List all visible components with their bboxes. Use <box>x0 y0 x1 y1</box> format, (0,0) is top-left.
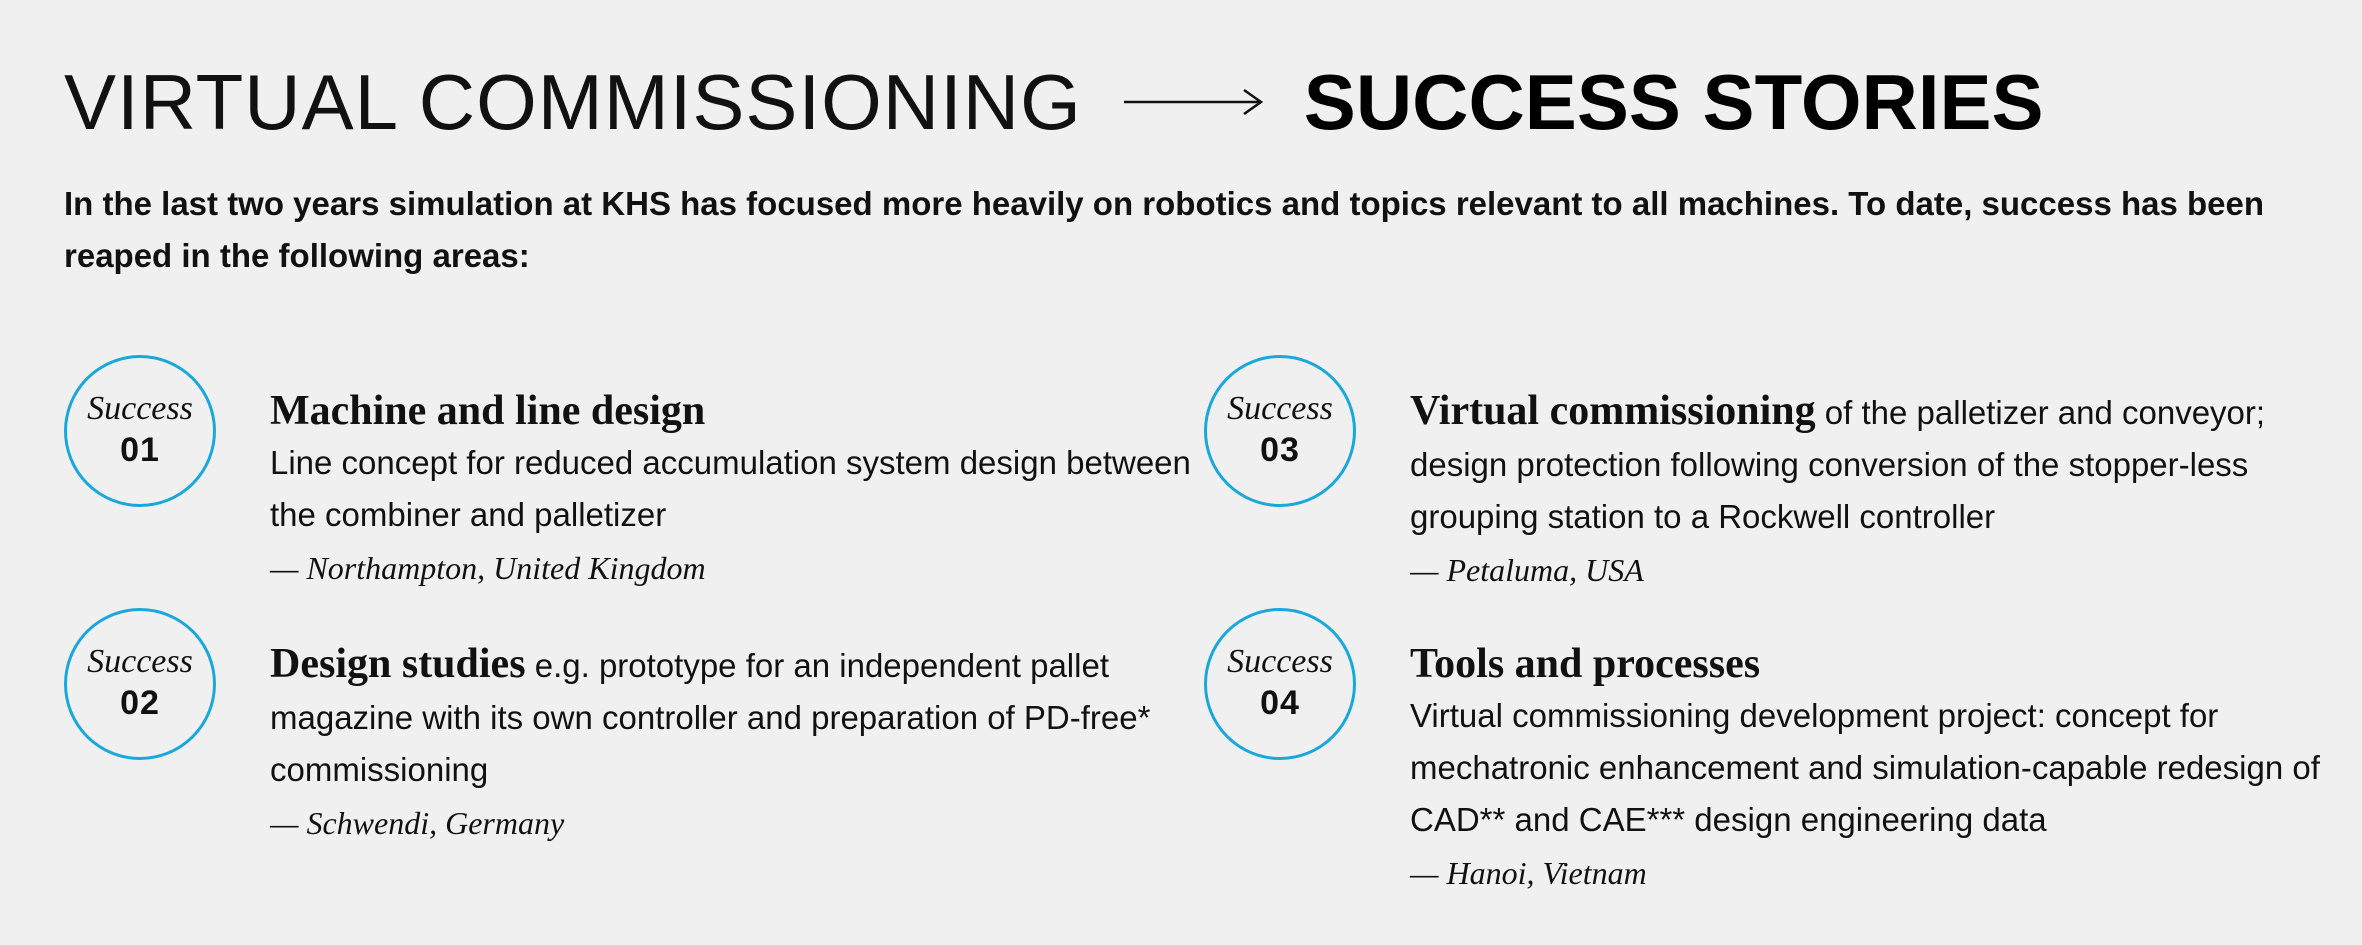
badge-word: Success <box>1227 643 1333 680</box>
card-body: Tools and processes Virtual commissionin… <box>1410 638 2340 898</box>
right-arrow-icon <box>1123 88 1263 116</box>
card-description: Virtual commissioning development projec… <box>1410 697 2320 838</box>
page: VIRTUAL COMMISSIONING SUCCESS STORIES In… <box>64 0 2320 945</box>
success-badge: Success 02 <box>64 608 216 760</box>
card-paragraph: Virtual commissioning of the palletizer … <box>1410 385 2340 543</box>
badge-number: 01 <box>120 431 160 469</box>
card-body: Virtual commissioning of the palletizer … <box>1410 385 2340 595</box>
success-card-03: Success 03 Virtual commissioning of the … <box>1204 355 2340 595</box>
card-body: Design studies e.g. prototype for an ind… <box>270 638 1200 848</box>
card-location: — Petaluma, USA <box>1410 552 1644 588</box>
card-body: Machine and line design Line concept for… <box>270 385 1200 593</box>
card-title: Design studies <box>270 641 526 687</box>
card-description: of the palletizer and conveyor; design p… <box>1410 394 2266 535</box>
badge-number: 02 <box>120 684 160 722</box>
success-badge: Success 04 <box>1204 608 1356 760</box>
card-location: — Schwendi, Germany <box>270 805 565 841</box>
success-badge: Success 01 <box>64 355 216 507</box>
intro-paragraph: In the last two years simulation at KHS … <box>64 185 2265 274</box>
card-title: Tools and processes <box>1410 641 1761 687</box>
badge-number: 04 <box>1260 684 1300 722</box>
success-card-01: Success 01 Machine and line design Line … <box>64 355 1200 593</box>
success-badge: Success 03 <box>1204 355 1356 507</box>
card-location: — Northampton, United Kingdom <box>270 550 706 586</box>
title-success-stories: SUCCESS STORIES <box>1303 57 2044 146</box>
success-card-02: Success 02 Design studies e.g. prototype… <box>64 608 1200 848</box>
card-title: Virtual commissioning <box>1410 388 1816 434</box>
badge-word: Success <box>87 643 193 680</box>
card-description: e.g. prototype for an independent pallet… <box>270 647 1151 788</box>
title-virtual-commissioning: VIRTUAL COMMISSIONING <box>64 57 1082 146</box>
card-description: Line concept for reduced accumulation sy… <box>270 444 1191 533</box>
badge-word: Success <box>87 390 193 427</box>
page-title: VIRTUAL COMMISSIONING SUCCESS STORIES <box>64 52 2044 152</box>
success-card-04: Success 04 Tools and processes Virtual c… <box>1204 608 2340 898</box>
badge-number: 03 <box>1260 431 1300 469</box>
badge-word: Success <box>1227 390 1333 427</box>
card-paragraph: Design studies e.g. prototype for an ind… <box>270 638 1200 796</box>
card-title: Machine and line design <box>270 388 706 434</box>
card-location: — Hanoi, Vietnam <box>1410 855 1647 891</box>
